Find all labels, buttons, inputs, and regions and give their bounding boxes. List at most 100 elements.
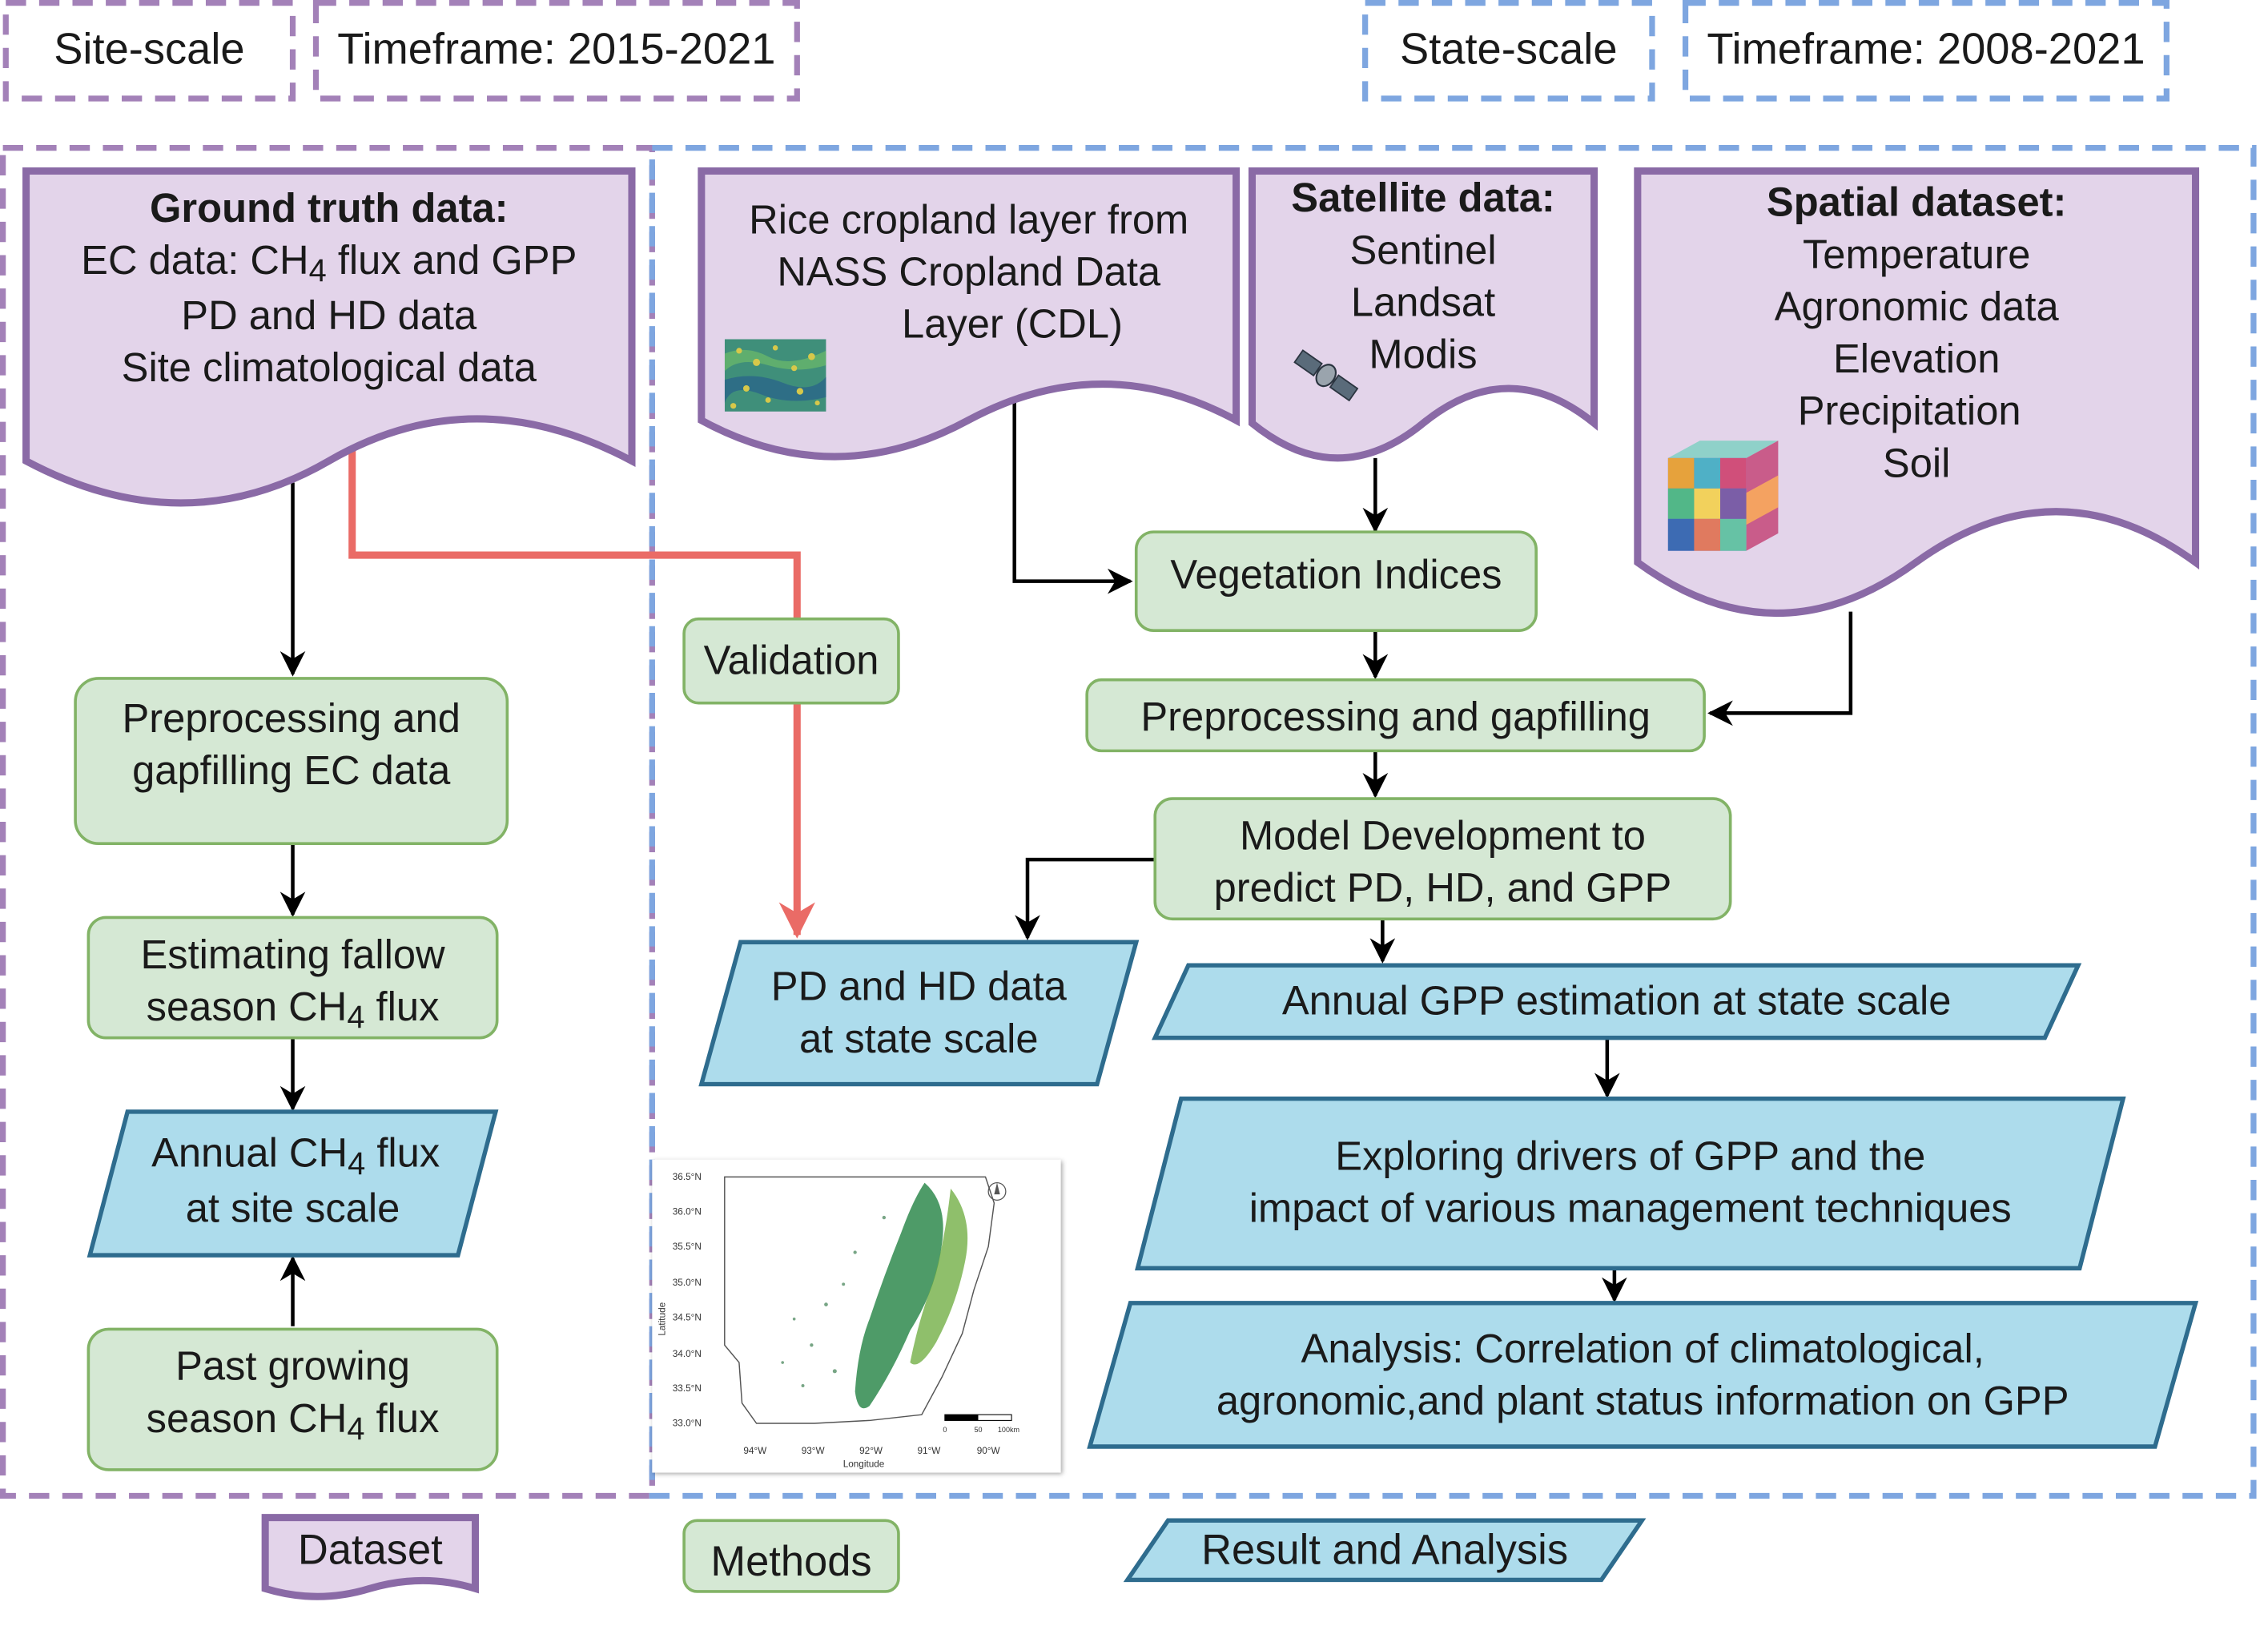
vegetation-indices-shape	[1134, 530, 1538, 632]
lat-tick: 35.5°N	[673, 1242, 702, 1252]
lat-tick: 34.0°N	[673, 1349, 702, 1359]
preprocessing-state-node: Preprocessing and gapfilling	[1140, 694, 1651, 739]
site-scale-label: Site-scale	[54, 26, 245, 74]
lon-tick: 90°W	[977, 1446, 1001, 1456]
drivers-shape	[1135, 1096, 2126, 1271]
spatial-item: Agronomic data	[1774, 284, 2059, 329]
ground-truth-line3: Site climatological data	[121, 344, 537, 390]
spatial-node: Spatial dataset: Temperature Agronomic d…	[1638, 174, 2196, 493]
satellite-item: Landsat	[1350, 280, 1496, 325]
site-scale-frame	[0, 144, 655, 1499]
annual-ch4-line2: at site scale	[185, 1185, 400, 1231]
rice-area	[855, 1182, 943, 1409]
legend-methods: Methods	[710, 1538, 872, 1585]
validation-shape	[682, 617, 900, 705]
satellite-node: Satellite data: Sentinel Landsat Modis	[1252, 170, 1594, 384]
validation-node: Validation	[703, 638, 879, 683]
past-growing-node: Past growing season CH4 flux	[88, 1336, 497, 1452]
rice-cropland-line2: NASS Cropland Data	[777, 249, 1161, 295]
lon-tick: 94°W	[743, 1446, 767, 1456]
rice-cropland-shape	[698, 167, 1241, 461]
model-dev-shape	[1153, 797, 1732, 921]
arrow-model-to-pdhd	[1015, 857, 1156, 940]
annual-gpp-node: Annual GPP estimation at state scale	[1281, 978, 1952, 1024]
validation-arrow	[348, 446, 815, 939]
satellite-item: Modis	[1369, 332, 1478, 377]
pd-hd-line1: PD and HD data	[770, 964, 1067, 1009]
drivers-line2: impact of various management techniques	[1249, 1185, 2012, 1231]
satellite-item: Sentinel	[1349, 227, 1497, 273]
past-line1: Past growing	[175, 1343, 411, 1389]
map-xlabel: Longitude	[843, 1459, 885, 1469]
lat-tick: 35.0°N	[673, 1278, 702, 1288]
legend-methods-shape	[682, 1519, 900, 1593]
legend-dataset-shape	[261, 1514, 480, 1600]
ground-truth-title: Ground truth data:	[150, 185, 509, 231]
legend-result: Result and Analysis	[1201, 1527, 1569, 1574]
past-growing-shape	[86, 1327, 499, 1471]
state-scale-label: State-scale	[1399, 26, 1618, 74]
lat-tick: 34.5°N	[673, 1313, 702, 1323]
preproc-site-line1: Preprocessing and	[122, 695, 460, 741]
drivers-line1: Exploring drivers of GPP and the	[1335, 1133, 1926, 1179]
state-timeframe-box	[1682, 0, 2169, 102]
lon-tick: 91°W	[918, 1446, 942, 1456]
site-timeframe-label: Timeframe: 2015-2021	[337, 26, 776, 74]
legend-result-shape	[1123, 1518, 1647, 1583]
ground-truth-line1: EC data: CH4 flux and GPP	[81, 237, 577, 289]
state-scale-box	[1362, 0, 1655, 102]
annual-ch4-shape	[86, 1109, 499, 1258]
cdl-map-thumbnail	[724, 339, 826, 412]
lon-tick: 93°W	[802, 1446, 826, 1456]
map-ylabel: Latitude	[657, 1302, 668, 1335]
analysis-node: Analysis: Correlation of climatological,…	[1090, 1322, 2196, 1429]
scale-label: 0	[943, 1426, 947, 1434]
ground-truth-line2: PD and HD data	[181, 292, 477, 338]
lat-tick: 36.0°N	[673, 1206, 702, 1217]
rice-cropland-line1: Rice cropland layer from	[749, 197, 1189, 243]
pd-hd-shape	[698, 940, 1140, 1087]
drivers-node: Exploring drivers of GPP and the impact …	[1138, 1128, 2124, 1238]
spatial-item: Soil	[1882, 441, 1951, 486]
north-arrow	[987, 1182, 1007, 1201]
scale-label: 100km	[998, 1426, 1019, 1434]
state-timeframe-label: Timeframe: 2008-2021	[1707, 26, 2145, 74]
preproc-site-line2: gapfilling EC data	[132, 747, 451, 793]
ground-truth-shape	[22, 167, 636, 507]
site-scale-box	[2, 0, 296, 102]
fallow-line2: season CH4 flux	[146, 984, 440, 1036]
rice-specks	[781, 1215, 887, 1387]
spatial-title: Spatial dataset:	[1766, 179, 2067, 225]
preproc-site-shape	[74, 677, 509, 845]
scale-label: 50	[974, 1426, 982, 1434]
data-cube-icon	[1663, 435, 1786, 557]
pd-hd-node: PD and HD data at state scale	[702, 956, 1136, 1069]
model-development-node: Model Development to predict PD, HD, and…	[1155, 807, 1730, 916]
analysis-line1: Analysis: Correlation of climatological,	[1301, 1326, 1984, 1371]
fallow-line1: Estimating fallow	[140, 932, 445, 977]
lon-tick: 92°W	[859, 1446, 883, 1456]
state-scale-frame	[649, 144, 2257, 1499]
map-lat-ticks: 36.5°N 36.0°N 35.5°N 35.0°N 34.5°N 34.0°…	[673, 1172, 702, 1429]
scale-bar-fill	[944, 1415, 979, 1421]
legend-dataset: Dataset	[297, 1527, 443, 1575]
arrow-spatial-to-preproc	[1707, 611, 1853, 726]
scale-bar-labels: 0 50 100km	[943, 1426, 1019, 1434]
vegetation-indices-node: Vegetation Indices	[1170, 552, 1502, 598]
spatial-item: Elevation	[1832, 336, 2001, 381]
arrow-cdl-to-vi	[1012, 394, 1133, 594]
satellite-title: Satellite data:	[1291, 175, 1555, 221]
model-dev-line1: Model Development to	[1239, 812, 1646, 858]
spatial-item: Temperature	[1802, 231, 2031, 277]
annual-gpp-shape	[1152, 963, 2082, 1040]
fallow-shape	[86, 916, 499, 1040]
rice-cropland-node: Rice cropland layer from NASS Cropland D…	[702, 194, 1237, 350]
lat-tick: 33.5°N	[673, 1383, 702, 1394]
analysis-shape	[1087, 1301, 2199, 1449]
pd-hd-line2: at state scale	[798, 1016, 1039, 1061]
map-lon-ticks: 94°W 93°W 92°W 91°W 90°W	[743, 1446, 1000, 1456]
state-map-inset: 36.5°N 36.0°N 35.5°N 35.0°N 34.5°N 34.0°…	[652, 1159, 1061, 1473]
spatial-item: Precipitation	[1797, 388, 2021, 434]
